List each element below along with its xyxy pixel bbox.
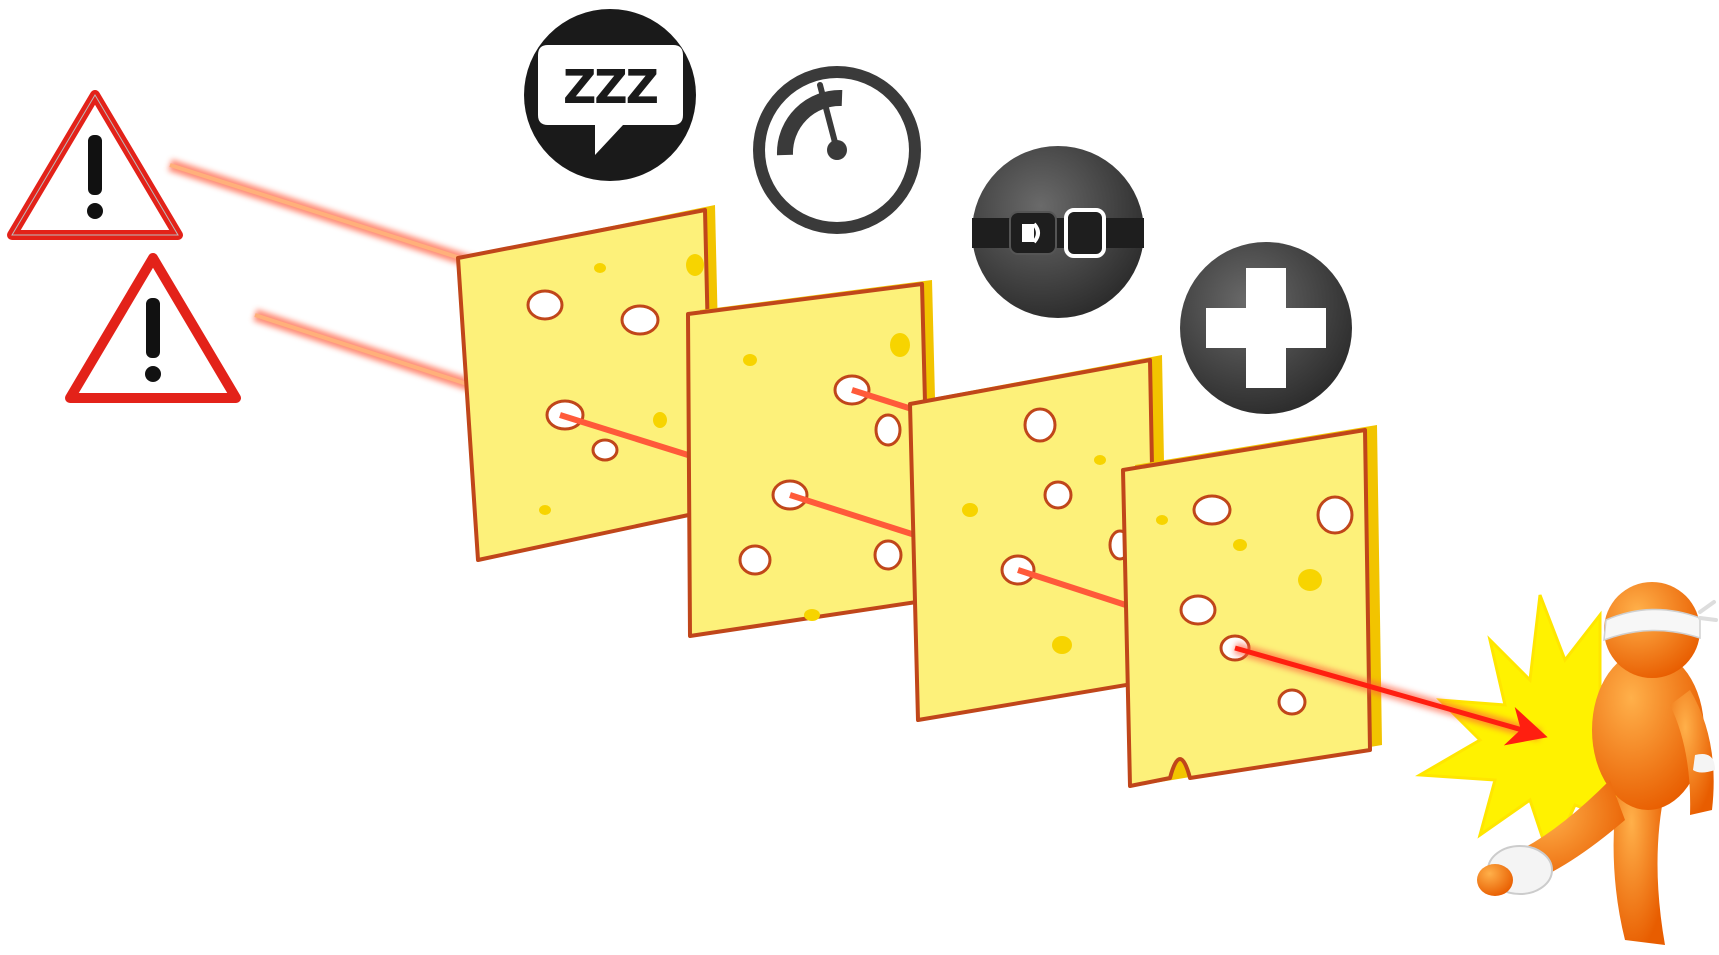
sleep-zzz-text: ZZZ <box>563 60 658 114</box>
cheese-slice-4 <box>1121 425 1382 788</box>
hazard-ray-segment <box>789 492 916 538</box>
hazard-arrow-final <box>1233 642 1548 746</box>
sleep-zzz-icon: ZZZ <box>518 3 702 187</box>
cheese-slice-3 <box>908 355 1168 722</box>
cheese-slice-2 <box>686 280 940 638</box>
cheese-slice-1 <box>456 205 722 562</box>
warning-triangle-icon <box>65 253 241 403</box>
warning-triangle-icon <box>7 90 183 240</box>
speedometer-icon <box>745 58 929 242</box>
hazard-ray-segment <box>851 387 916 413</box>
hazard-ray-lower <box>253 309 472 391</box>
seatbelt-icon <box>966 140 1150 324</box>
injured-person-icon <box>1477 582 1718 945</box>
hazard-ray-segment <box>1017 567 1136 611</box>
first-aid-cross-icon <box>1174 236 1358 420</box>
